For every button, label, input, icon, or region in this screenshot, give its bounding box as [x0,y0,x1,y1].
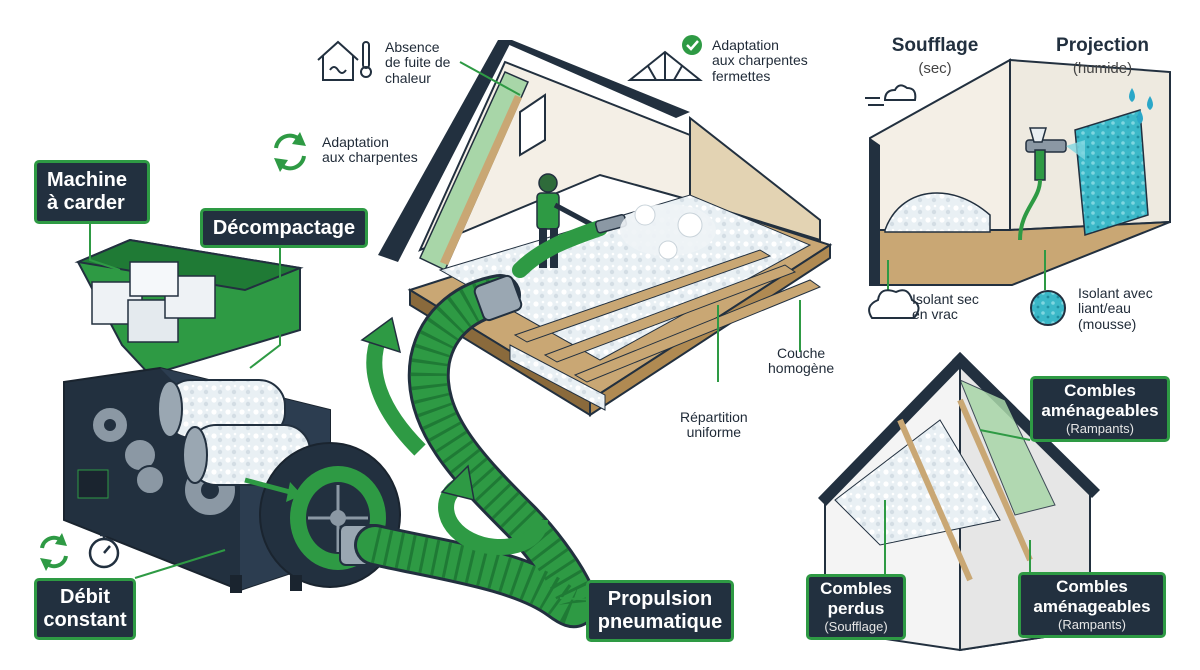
soufflage-title: Soufflage [891,35,979,56]
couche-homogene-label: Couche homogène [768,345,835,377]
isolant-liant-label: Isolant avec liant/eau (mousse) [1078,285,1153,332]
isolant-sec-label: Isolant sec en vrac [912,291,979,323]
fluffy-cloud-icon [868,289,920,319]
adaptation-line-1: Adaptation [322,134,389,150]
repartition-line-1: Répartition [680,409,748,425]
combles-perdus-label: Combles perdus (Soufflage) [806,574,906,640]
wind-cloud-icon [865,84,917,106]
isolant-liant-line-2: liant/eau [1078,300,1131,317]
absence-line-2: de fuite de [385,54,451,71]
cab-line-1: Combles [1056,576,1128,596]
isolant-liant-line-1: Isolant avec [1078,285,1153,301]
decompactage-text: Décompactage [212,216,356,239]
absence-line-1: Absence [385,39,440,55]
couche-line-1: Couche [776,345,826,361]
insulation-hose [354,274,598,628]
fermettes-line-1: Adaptation [712,37,779,53]
debit-constant-label: Débit constant [34,578,136,640]
couche-line-2: homogène [768,360,835,377]
absence-line-3: chaleur [385,69,431,86]
cat-sub: (Rampants) [1066,421,1134,437]
foam-texture-icon [1030,290,1066,326]
adaptation-fermettes-label: Adaptation aux charpentes fermettes [712,37,808,84]
isolant-liant-line-3: (mousse) [1078,315,1137,332]
propulsion-line-1: Propulsion [607,588,713,610]
machine-line-1: Machine [47,169,128,191]
absence-fuite-label: Absence de fuite de chaleur [385,39,451,86]
truss-icon [627,50,703,81]
combles-amenageables-top-label: Combles aménageables (Rampants) [1030,376,1170,442]
soufflage-subtitle: (sec) [918,60,952,77]
debit-line-1: Débit [60,586,110,608]
decompactage-label: Décompactage [200,208,368,248]
projection-subtitle: (humide) [1072,60,1133,77]
isolant-sec-line-2: en vrac [912,306,958,323]
combles-amenageables-bottom-label: Combles aménageables (Rampants) [1018,572,1166,638]
cab-sub: (Rampants) [1058,617,1126,633]
cp-line-1: Combles [820,578,892,598]
fermettes-line-3: fermettes [712,67,771,84]
adaptation-charpentes-label: Adaptation aux charpentes [322,134,418,166]
machine-line-2: à carder [47,192,125,214]
cat-line-1: Combles [1064,380,1136,400]
propulsion-label: Propulsion pneumatique [586,580,734,642]
leader-lines [89,61,1046,601]
application-methods-room [869,58,1171,286]
repartition-uniforme-label: Répartition uniforme [680,409,748,441]
flow-arrows [360,316,548,556]
attic-cutaway [378,40,833,417]
recycle-arrows-icon [274,132,306,172]
machine-carder-label: Machine à carder [34,160,150,224]
check-circle-icon [682,35,702,55]
recycle-arrows-icon [40,533,68,571]
debit-line-2: constant [43,609,127,631]
spray-gun-icon [1018,127,1085,241]
propulsion-line-2: pneumatique [597,611,723,633]
cab-line-2: aménageables [1033,596,1151,616]
cp-line-2: perdus [827,598,885,618]
stopwatch-icon [88,533,120,569]
isolant-sec-line-1: Isolant sec [912,291,979,307]
water-drops-icon [1129,88,1153,124]
projection-title: Projection [1056,35,1149,56]
cp-sub: (Soufflage) [824,619,888,635]
cat-line-2: aménageables [1041,400,1159,420]
repartition-line-2: uniforme [686,424,742,441]
adaptation-line-2: aux charpentes [322,149,418,166]
fermettes-line-2: aux charpentes [712,52,808,69]
carding-machine [63,238,401,593]
house-thermometer-icon [317,40,372,81]
